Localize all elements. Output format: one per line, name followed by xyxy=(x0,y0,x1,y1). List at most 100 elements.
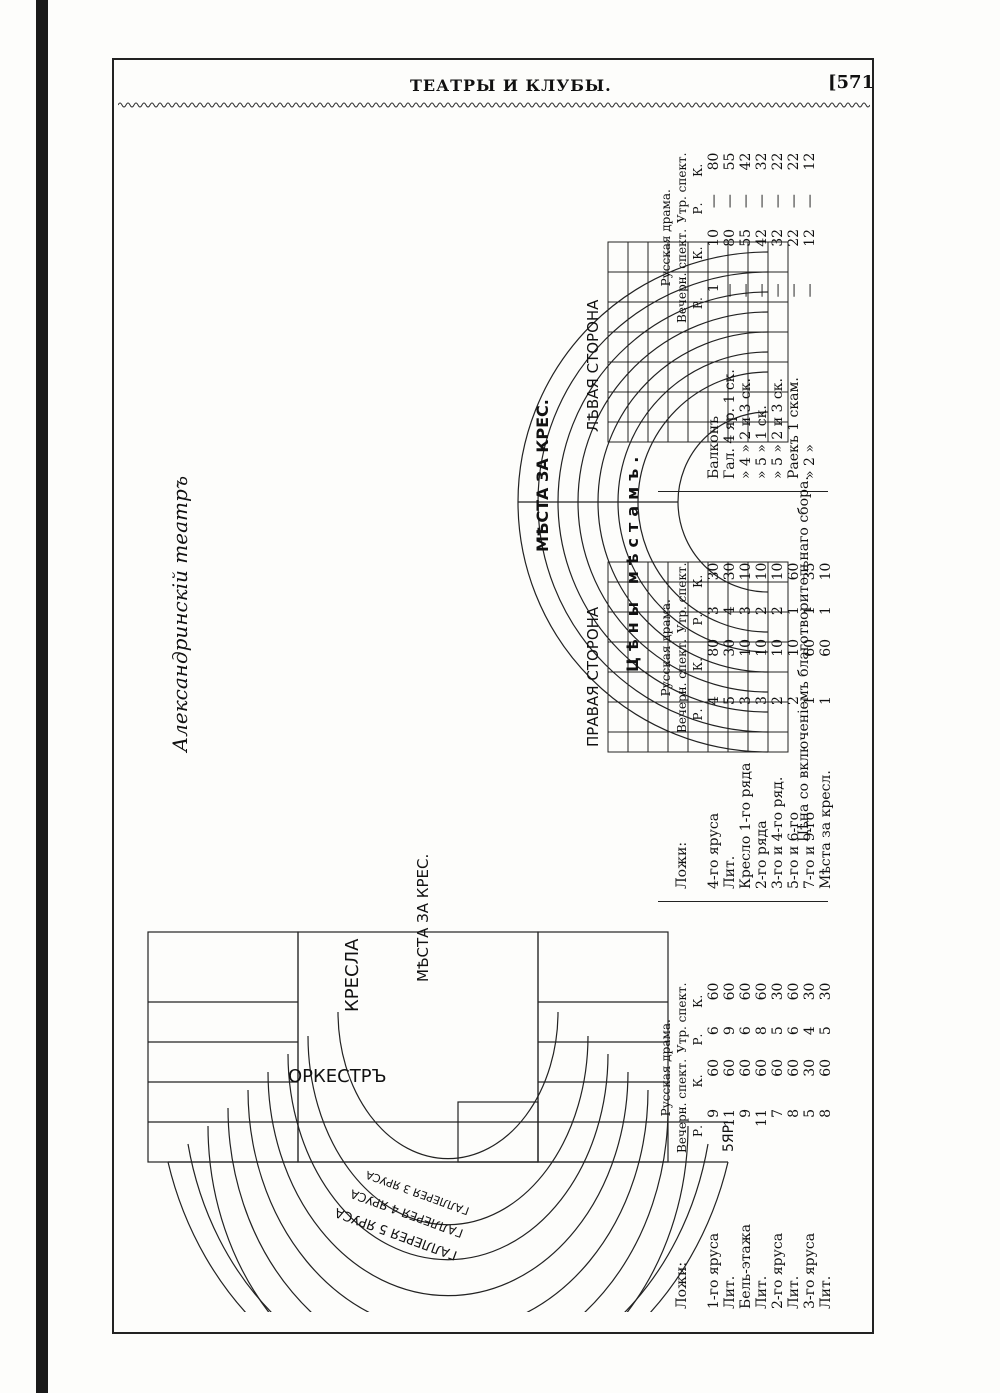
evening-kop: 30 xyxy=(802,1058,818,1077)
evening-kop: 22 xyxy=(786,228,802,247)
evening-rub: 7 xyxy=(770,1108,786,1118)
evening-rub: — xyxy=(786,283,802,298)
seating-plan: ГАЛЛЕРЕЯ 5 ЯРУСА ГАЛЛЕРЕЯ 4 ЯРУСА ГАЛЛЕР… xyxy=(147,241,789,1312)
price-label: Лит. xyxy=(818,1275,834,1309)
matinee-rub: 2 xyxy=(754,606,770,616)
evening-kop: 10 xyxy=(738,638,754,657)
evening-rub: 5 xyxy=(722,696,738,706)
price-label: Лит. xyxy=(722,855,738,889)
t1-rub-e: Р. xyxy=(691,1125,705,1137)
matinee-kop: 30 xyxy=(722,562,738,581)
evening-rub: 9 xyxy=(706,1108,722,1118)
matinee-rub: — xyxy=(786,194,802,209)
stalls-grid-left xyxy=(607,241,789,443)
matinee-rub: 6 xyxy=(786,1026,802,1036)
evening-kop: 60 xyxy=(722,1058,738,1077)
t3-kop-e: К. xyxy=(691,246,705,260)
page-number: [571 xyxy=(828,72,875,93)
evening-kop: 80 xyxy=(722,228,738,247)
evening-rub: 3 xyxy=(754,696,770,706)
matinee-rub: — xyxy=(722,194,738,209)
price-label: Кресло 1-го ряда xyxy=(738,762,754,889)
price-label: » 2 » xyxy=(802,444,818,479)
matinee-rub: — xyxy=(802,194,818,209)
right-side-label: ПРАВАЯ СТОРОНА xyxy=(584,606,602,747)
matinee-kop: 30 xyxy=(818,982,834,1001)
matinee-rub: 1 xyxy=(818,606,834,616)
evening-rub: 8 xyxy=(818,1108,834,1118)
matinee-rub: 6 xyxy=(738,1026,754,1036)
book-binding-edge xyxy=(36,0,48,1393)
t3-rub-m: Р. xyxy=(691,202,705,215)
matinee-rub: — xyxy=(738,194,754,209)
price-row: Гал. 4 яр. 1 ск.—80—55 xyxy=(722,150,738,482)
evening-kop: 32 xyxy=(770,228,786,247)
matinee-kop: 60 xyxy=(722,982,738,1001)
matinee-kop: 60 xyxy=(706,982,722,1001)
evening-kop: 10 xyxy=(754,638,770,657)
evening-rub: — xyxy=(802,283,818,298)
evening-kop: 80 xyxy=(706,638,722,657)
matinee-kop: 55 xyxy=(722,152,738,171)
evening-rub: 9 xyxy=(738,1108,754,1118)
evening-kop: 60 xyxy=(818,638,834,657)
price-label: 2-го яруса xyxy=(770,1232,786,1309)
evening-rub: 1 xyxy=(818,696,834,706)
price-label: Бель-этажа xyxy=(738,1224,754,1309)
stalls-label: КРЕСЛА xyxy=(342,938,363,1012)
price-label: Балконъ xyxy=(706,416,722,479)
running-header-title: ТЕАТРЫ И КЛУБЫ. xyxy=(410,76,612,95)
tier5-label: 5ЯР. xyxy=(721,1120,737,1152)
orchestra-label: ОРКЕСТРЪ xyxy=(288,1066,387,1087)
matinee-kop: 30 xyxy=(802,982,818,1001)
matinee-rub: 6 xyxy=(706,1026,722,1036)
t3-matinee-header: Утр. спект. xyxy=(675,152,689,223)
auditorium-horseshoe xyxy=(147,931,729,1312)
evening-kop: 60 xyxy=(738,1058,754,1077)
evening-rub: 8 xyxy=(786,1108,802,1118)
evening-rub: — xyxy=(770,283,786,298)
price-label: » 4 » 2 и 3 ск. xyxy=(738,378,754,479)
evening-kop: 60 xyxy=(770,1058,786,1077)
matinee-kop: 80 xyxy=(706,152,722,171)
t2-evening-header: Вечерн. спект. xyxy=(675,638,689,733)
t1-group-header: Русская драма. xyxy=(659,1019,673,1117)
price-label: » 5 » 2 и 3 ск. xyxy=(770,378,786,479)
price-label: Лит. xyxy=(754,1275,770,1309)
evening-kop: 55 xyxy=(738,228,754,247)
matinee-rub: — xyxy=(754,194,770,209)
seats-behind-label: МѢСТА ЗА КРЕС. xyxy=(414,854,432,982)
t2-group-header: Русская драма. xyxy=(659,599,673,697)
t2-matinee-header: Утр. спект. xyxy=(675,562,689,633)
matinee-rub: — xyxy=(706,194,722,209)
matinee-rub: 8 xyxy=(754,1026,770,1036)
column-divider xyxy=(658,901,828,902)
matinee-rub: 9 xyxy=(722,1026,738,1036)
rotated-content: Александринскій театръ xyxy=(128,152,868,1312)
matinee-rub: 3 xyxy=(706,606,722,616)
t3-evening-header: Вечерн. спект. xyxy=(675,228,689,323)
evening-rub: — xyxy=(722,283,738,298)
evening-rub: — xyxy=(754,283,770,298)
price-row: » 5 » 1 ск.—42—32 xyxy=(754,150,770,482)
left-side-label: ЛѢВАЯ СТОРОНА xyxy=(584,299,602,432)
price-label: 1-го яруса xyxy=(706,1232,722,1309)
matinee-kop: 30 xyxy=(770,982,786,1001)
evening-kop: 60 xyxy=(754,1058,770,1077)
matinee-rub: 4 xyxy=(722,606,738,616)
matinee-rub: 4 xyxy=(802,1026,818,1036)
price-label: 4-го яруса xyxy=(706,812,722,889)
evening-rub: 1 xyxy=(706,283,722,293)
matinee-rub: 5 xyxy=(818,1026,834,1036)
t2-caption: Ложи: xyxy=(674,841,690,889)
price-label: Раекъ 1 скам. xyxy=(786,377,802,479)
